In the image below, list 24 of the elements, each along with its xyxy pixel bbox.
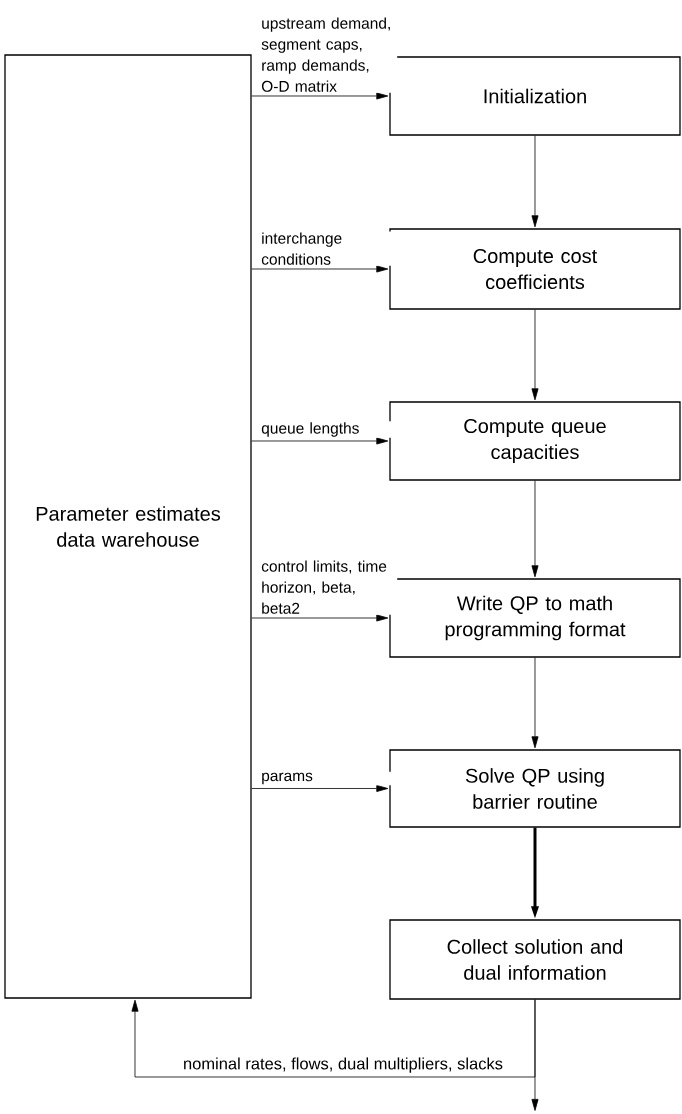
arrow bbox=[531, 999, 539, 1111]
arrow bbox=[251, 437, 389, 445]
process-box: Initialization bbox=[389, 56, 681, 136]
arrow bbox=[531, 135, 539, 228]
edge-label: control limits, time horizon, beta, beta2 bbox=[260, 559, 398, 615]
process-box: Compute queue capacities bbox=[389, 401, 681, 481]
arrow bbox=[531, 657, 539, 749]
edge-label: nominal rates, flows, dual multipliers, slacks bbox=[182, 1056, 504, 1074]
process-box: Solve QP using barrier routine bbox=[389, 749, 681, 828]
arrow bbox=[251, 92, 389, 100]
edge-label: params bbox=[260, 771, 398, 786]
arrow bbox=[531, 480, 539, 578]
process-box: Compute cost coefficients bbox=[389, 228, 681, 310]
edge-label: upstream demand, segment caps, ramp demands, O-D matrix bbox=[260, 16, 398, 93]
arrow bbox=[251, 265, 389, 273]
data-store-box: Parameter estimates data warehouse bbox=[4, 54, 252, 999]
arrow bbox=[251, 614, 389, 622]
edge-label: queue lengths bbox=[260, 421, 398, 438]
process-box: Collect solution and dual information bbox=[389, 919, 681, 1000]
edge-label: interchange conditions bbox=[260, 231, 398, 266]
arrow bbox=[131, 999, 536, 1078]
arrow bbox=[251, 785, 389, 792]
arrow bbox=[531, 309, 539, 401]
process-box: Write QP to math programming format bbox=[389, 578, 681, 658]
